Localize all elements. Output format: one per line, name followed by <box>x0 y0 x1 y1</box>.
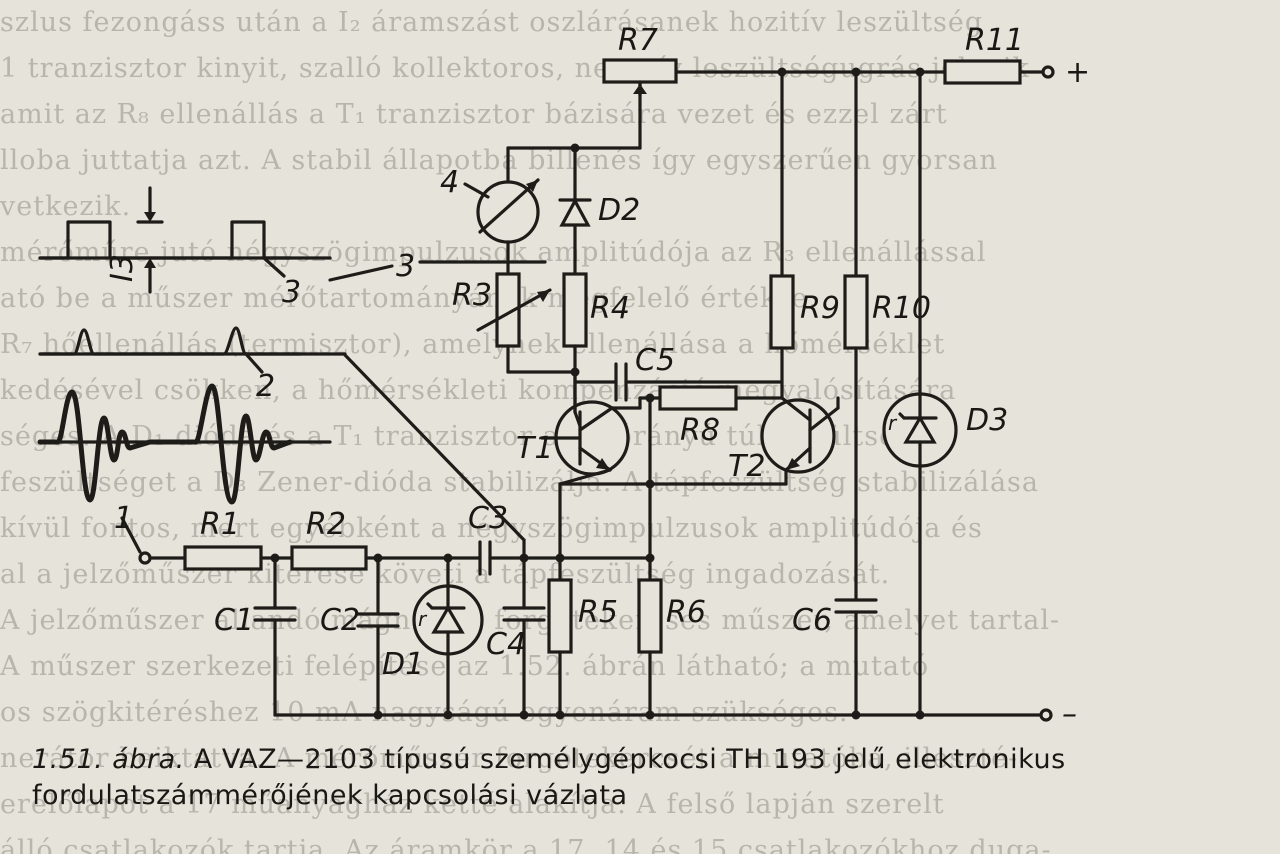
d1-label: D1 <box>382 647 424 682</box>
callout-3b: 3 <box>396 249 415 284</box>
zener-d1: r D1 <box>382 556 484 717</box>
r7-label: R7 <box>618 23 658 58</box>
minus-label: – <box>1062 697 1077 732</box>
callout-2-leader <box>343 353 526 542</box>
plus-label: + <box>1065 55 1090 90</box>
background-text-line: erelőlapot a 17 műanyagház ketté alakítj… <box>0 789 945 820</box>
background-text-line: ató be a műszer mérőtartományának megfel… <box>0 283 818 314</box>
r8-label: R8 <box>680 413 720 448</box>
r11-label: R11 <box>965 23 1024 58</box>
capacitor-c5: C5 <box>573 343 782 402</box>
meter-4: 4 <box>440 146 540 274</box>
r5-label: R5 <box>578 595 618 630</box>
caption-text: A VAZ—2103 típusú személygépkocsi TH 193… <box>32 744 1066 811</box>
figure-caption: 1.51. ábra. A VAZ—2103 típusú személygép… <box>32 742 1252 814</box>
d3-gamma: r <box>888 411 898 435</box>
callout-1: 1 <box>114 501 133 536</box>
capacitor-c1: C1 <box>214 556 297 717</box>
background-text-line: amit az R₈ ellenállás a T₁ tranzisztor b… <box>0 99 948 130</box>
resistor-r10: R10 <box>843 70 931 602</box>
resistor-r9: R9 <box>769 70 840 400</box>
background-text-line: os szögkitéréshez 10 mA nagyságú egyenár… <box>0 697 849 728</box>
callout-4: 4 <box>440 165 459 200</box>
capacitor-c6: C6 <box>792 598 878 717</box>
background-text-line: feszültséget a D₃ Zener-dióda stabilizál… <box>0 467 1039 498</box>
r4-label: R4 <box>590 291 630 326</box>
c4-label: C4 <box>486 627 526 662</box>
d3-label: D3 <box>966 403 1008 438</box>
waveform-1-ringing <box>37 383 332 505</box>
resistor-r1: R1 <box>183 507 263 571</box>
c2-label: C2 <box>320 603 360 638</box>
i3-label: I3 <box>105 254 140 282</box>
plus-terminal <box>1041 65 1055 79</box>
resistor-r2: R2 <box>290 507 368 571</box>
r10-label: R10 <box>872 291 931 326</box>
background-text-line: lloba juttatja azt. A stabil állapotba b… <box>0 145 998 176</box>
bottom-rail: – <box>273 697 1077 732</box>
transistor-t1: T1 <box>516 380 642 476</box>
capacitor-c4: C4 <box>486 556 546 717</box>
resistor-r4: R4 <box>562 272 630 384</box>
callout-3-leader <box>328 264 394 282</box>
d1-gamma: r <box>418 607 428 631</box>
background-text-line: A műszer szerkezeti felépítése az 1.52. … <box>0 651 930 682</box>
waveform-3-pulses: I3 3 <box>38 186 332 310</box>
callout-3a: 3 <box>282 275 301 310</box>
c5-label: C5 <box>635 343 675 378</box>
resistor-r3: R3 <box>452 272 577 374</box>
t2-label: T2 <box>728 449 765 484</box>
resistor-r11: R11 <box>943 23 1024 85</box>
background-text-line: álló csatlakozók tartja. Az áramkör a 17… <box>0 835 1052 854</box>
r3-label: R3 <box>452 278 492 313</box>
waveform-2-spikes: 2 <box>38 326 347 404</box>
resistor-r5: R5 <box>547 578 618 717</box>
r1-label: R1 <box>200 507 240 542</box>
background-text-line: kívül fontos, mert egyébként a négyszögi… <box>0 513 983 544</box>
caption-number: 1.51. ábra. <box>32 744 185 775</box>
r9-label: R9 <box>800 291 840 326</box>
diode-d2: D2 <box>558 188 640 274</box>
r2-label: R2 <box>306 507 346 542</box>
c1-label: C1 <box>214 603 254 638</box>
resistor-r6: R6 <box>637 578 706 717</box>
d2-label: D2 <box>598 193 640 228</box>
zener-d3: r D3 <box>882 70 1008 717</box>
resistor-r7: R7 <box>602 23 678 98</box>
callout-2: 2 <box>256 369 275 404</box>
resistor-r8: R8 <box>658 385 784 448</box>
minus-terminal <box>1039 708 1053 722</box>
r6-label: R6 <box>666 595 706 630</box>
background-text-line: szlus fezongáss után a I₂ áramszást oszl… <box>0 7 984 38</box>
background-text-line: nerátor beiktatva. A mérőműszer forgótek… <box>0 743 1019 774</box>
transistor-t2: T2 <box>728 396 840 484</box>
c6-label: C6 <box>792 603 832 638</box>
t1-label: T1 <box>516 431 553 466</box>
capacitor-c2: C2 <box>320 556 400 717</box>
background-text-line: vetkezik. <box>0 191 132 222</box>
